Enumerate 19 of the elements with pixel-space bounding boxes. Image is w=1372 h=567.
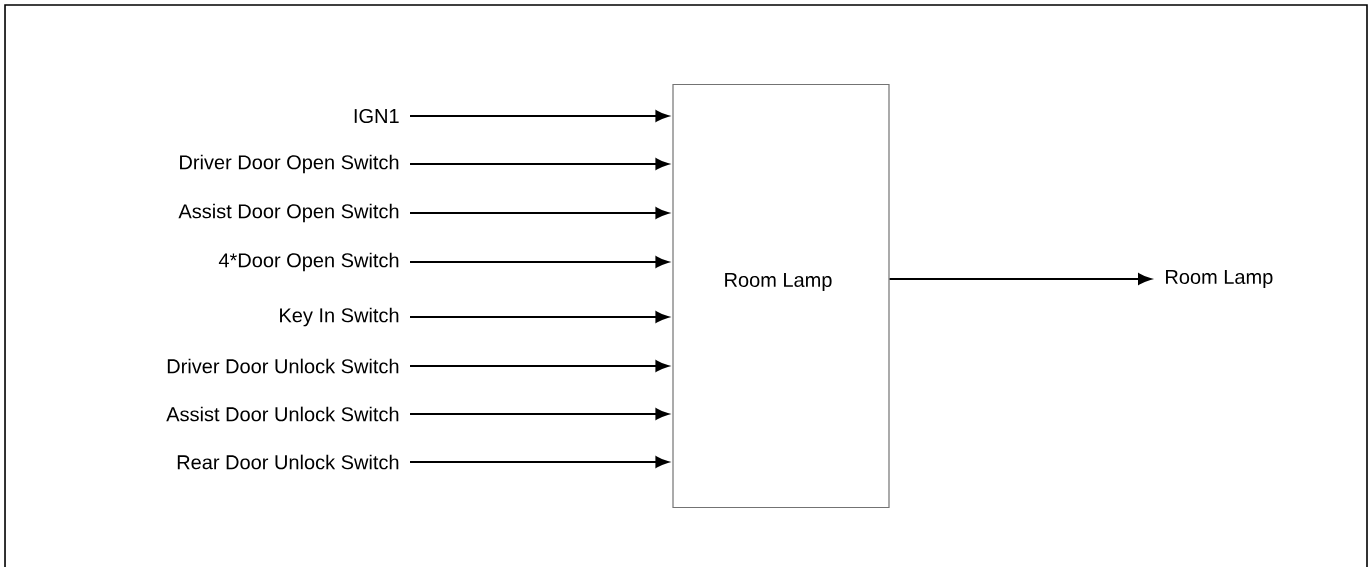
input-label: Assist Door Open Switch bbox=[178, 203, 399, 223]
arrow bbox=[409, 408, 669, 420]
arrow bbox=[409, 456, 669, 468]
arrow bbox=[888, 273, 1152, 285]
output-label: Room Lamp bbox=[1166, 270, 1273, 288]
block-box: Room Lamp bbox=[672, 83, 890, 509]
arrow bbox=[409, 256, 669, 268]
input-label: Driver Door Open Switch bbox=[180, 154, 399, 174]
input-label: Driver Door Unlock Switch bbox=[167, 358, 399, 374]
input-label: Key In Switch bbox=[280, 307, 399, 327]
input-label: Rear Door Unlock Switch bbox=[177, 454, 399, 470]
arrow bbox=[409, 110, 669, 122]
arrow bbox=[409, 158, 669, 170]
arrow bbox=[409, 360, 669, 372]
input-label: Assist Door Unlock Switch bbox=[166, 406, 399, 422]
input-label: IGN1 bbox=[354, 108, 399, 124]
arrow bbox=[409, 311, 669, 323]
arrow bbox=[409, 207, 669, 219]
input-label: 4*Door Open Switch bbox=[218, 252, 399, 272]
